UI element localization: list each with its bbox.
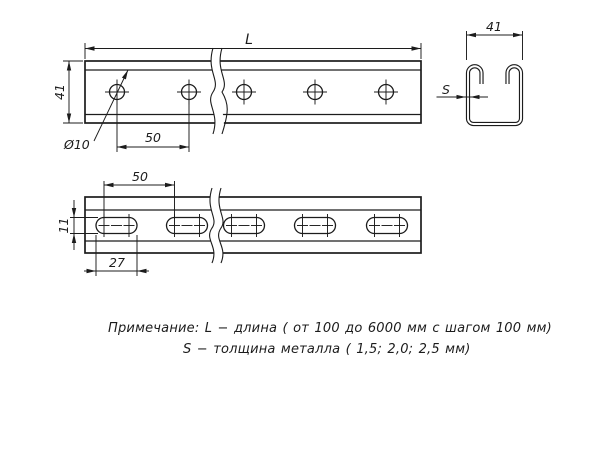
dimension-slot-spacing: 50 [103,169,175,219]
thickness-callout: S [436,82,488,100]
bottom-view: 50 11 27 [56,169,422,276]
dimension-slot-height: 11 [56,200,98,250]
slot-spacing-label: 50 [132,169,148,184]
channel-profile [465,64,524,127]
top-view: L 41 Ø10 50 [52,32,422,152]
slot-marker [165,214,209,237]
hole-marker [232,79,256,105]
rail-outline [84,196,422,254]
dimension-hole-spacing: 50 [116,94,190,152]
channel-profile-inner [467,65,522,125]
hole-spacing-label: 50 [145,130,161,145]
hole-marker [303,79,327,105]
section-view: 41 S [436,19,524,127]
dimension-section-width: 41 [466,19,523,60]
slot-marker [293,214,337,237]
slot-marker [365,214,409,237]
note-line-1: Примечание: L − длина ( от 100 до 6000 м… [108,321,552,336]
note-line-2: S − толщина металла ( 1,5; 2,0; 2,5 мм) [183,342,470,357]
dimension-slot-length: 27 [84,235,149,276]
break-lines [210,47,228,135]
section-width-label: 41 [486,19,502,34]
hole-marker [374,79,398,105]
hole-diameter-label: Ø10 [63,137,90,152]
slot-markers [95,214,409,237]
hole-markers [105,79,398,105]
slot-length-label: 27 [109,255,125,270]
hole-diameter-callout: Ø10 [63,69,129,152]
dimension-height: 41 [52,60,83,124]
slot-marker [222,214,266,237]
thickness-label: S [442,82,450,97]
slot-height-label: 11 [56,218,71,234]
height-label: 41 [52,84,67,100]
rail-outline [84,60,422,124]
slot-marker [95,214,138,237]
length-label: L [245,32,253,48]
break-lines [209,187,224,264]
dimension-length: L [84,32,422,59]
note-block: Примечание: L − длина ( от 100 до 6000 м… [108,321,552,357]
